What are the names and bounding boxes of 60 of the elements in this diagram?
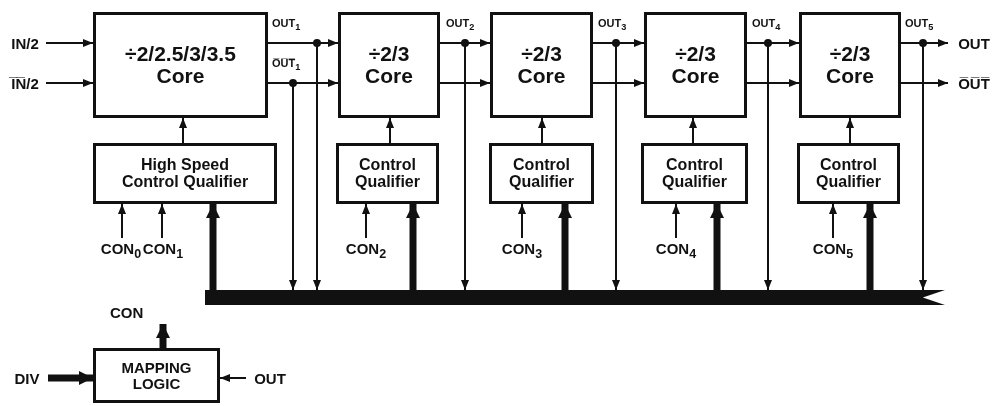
arrow	[439, 79, 491, 87]
bus-arrow	[710, 204, 724, 290]
divider-core-block: ÷2/3 Core	[799, 12, 901, 118]
arrow	[846, 117, 854, 144]
signal-name: CON$_{5}$	[810, 238, 856, 262]
arrow	[267, 82, 297, 291]
signal-name: DIV	[6, 366, 48, 390]
divider-core-block: ÷2/2.5/3/3.5 Core	[93, 12, 268, 118]
divider-core-block: ÷2/3 Core	[338, 12, 440, 118]
arrow	[829, 203, 837, 239]
edge-label: OUT$_{2}$	[446, 18, 475, 33]
arrow	[592, 79, 645, 87]
edge-label: OUT$_{3}$	[598, 18, 627, 33]
edge-label: OUT$_{4}$	[752, 18, 781, 33]
signal-name: CON$_{4}$	[653, 238, 699, 262]
control-qualifier-block: High Speed Control Qualifier	[93, 143, 277, 204]
arrow	[746, 42, 772, 291]
arrow	[267, 42, 321, 291]
arrow	[45, 79, 94, 87]
signal-name: CON$_{0}$	[99, 238, 143, 262]
arrow	[362, 203, 370, 239]
signal-name: CON	[110, 300, 166, 324]
control-qualifier-block: Control Qualifier	[489, 143, 594, 204]
divider-core-block: ÷2/3 Core	[644, 12, 747, 118]
arrow	[689, 117, 697, 144]
bus-arrow	[558, 204, 572, 290]
arrow	[219, 374, 247, 382]
arrow	[900, 42, 927, 291]
control-qualifier-block: Control Qualifier	[641, 143, 748, 204]
edge-label: OUT$_{1}$	[272, 18, 301, 33]
edge-label: O̅U̅T̅$_{1}$	[272, 58, 301, 73]
bus-arrow	[406, 204, 420, 290]
bus-arrow	[206, 204, 220, 290]
signal-name: I̅N̅/2	[4, 73, 46, 93]
mapping-logic-block: MAPPING LOGIC	[93, 348, 220, 403]
control-qualifier-block: Control Qualifier	[336, 143, 439, 204]
arrow	[45, 39, 94, 47]
arrow	[672, 203, 680, 239]
edge-label: OUT$_{5}$	[905, 18, 934, 33]
signal-name: CON$_{1}$	[143, 238, 183, 262]
arrow	[439, 42, 469, 291]
arrow	[118, 203, 126, 239]
signal-name: OUT	[948, 33, 1000, 53]
arrow	[592, 42, 620, 291]
arrow	[386, 117, 394, 144]
signal-name: CON$_{2}$	[343, 238, 389, 262]
arrow	[746, 79, 800, 87]
bus-arrow	[863, 204, 877, 290]
arrow	[158, 203, 166, 239]
signal-name: IN/2	[4, 33, 46, 53]
arrow	[538, 117, 546, 144]
arrow	[900, 79, 949, 87]
arrow	[179, 117, 187, 144]
signal-name: O̅U̅T̅	[948, 73, 1000, 93]
arrow	[518, 203, 526, 239]
signal-name: CON$_{3}$	[499, 238, 545, 262]
data-bus	[205, 290, 945, 305]
divider-core-block: ÷2/3 Core	[490, 12, 593, 118]
signal-name: OUT	[246, 366, 294, 390]
control-qualifier-block: Control Qualifier	[797, 143, 900, 204]
